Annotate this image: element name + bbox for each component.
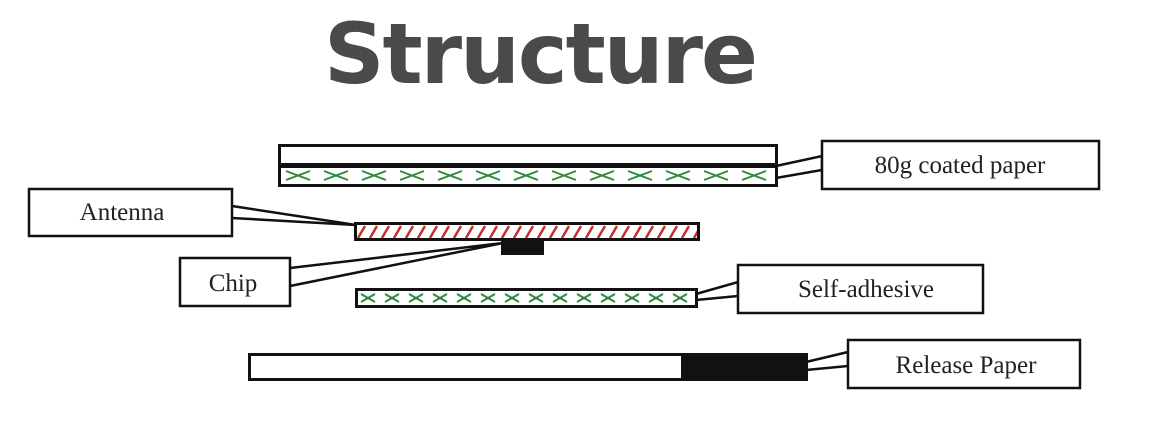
leader-coated-paper: [775, 154, 824, 180]
callout-release-paper: Release Paper: [846, 338, 1082, 390]
callout-antenna: Antenna: [27, 187, 234, 238]
callout-coated-paper: 80g coated paper: [820, 139, 1101, 191]
antenna-strip: [354, 222, 700, 241]
self-adhesive-layer: [355, 288, 698, 308]
leader-lines: [231, 154, 850, 372]
release-paper-layer: [248, 353, 808, 381]
release-paper-dark-end: [681, 354, 808, 381]
callout-chip: Chip: [178, 256, 292, 308]
label-coated-paper: 80g coated paper: [875, 152, 1046, 179]
label-release-paper: Release Paper: [896, 352, 1038, 379]
coated-paper-top-band: [278, 144, 778, 166]
leader-chip: [289, 241, 504, 288]
label-chip: Chip: [209, 270, 258, 297]
chip-block: [501, 239, 544, 255]
leader-release-paper: [805, 350, 850, 372]
leader-self-adhesive: [695, 280, 740, 302]
page-title: Structure: [323, 5, 758, 103]
coated-paper-adhesive-band: [278, 165, 778, 187]
coated-paper-layer: [278, 144, 778, 187]
self-adhesive-strip: [355, 288, 698, 308]
label-antenna: Antenna: [80, 199, 165, 226]
label-self-adhesive: Self-adhesive: [798, 276, 934, 303]
callout-self-adhesive: Self-adhesive: [736, 263, 985, 315]
antenna-layer: [354, 222, 700, 241]
leader-antenna: [231, 204, 357, 227]
